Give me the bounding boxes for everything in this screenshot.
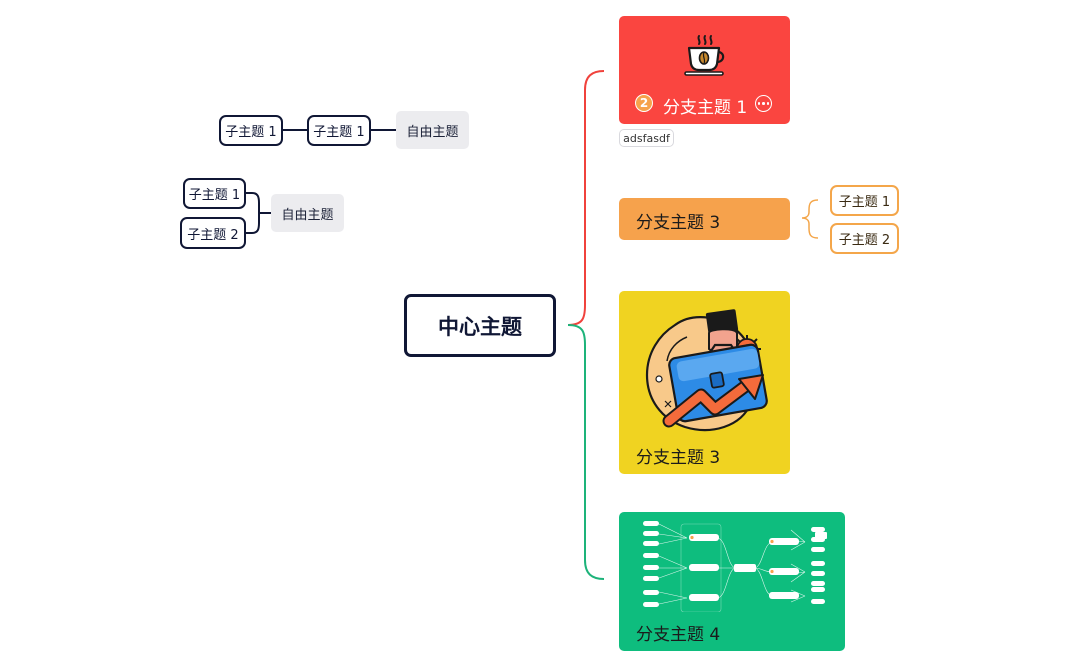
more-options-icon[interactable] <box>755 95 772 112</box>
branch-topic-1[interactable]: 2 分支主题 1 <box>619 16 790 124</box>
business-growth-illustration <box>639 299 769 435</box>
branch-4-title: 分支主题 4 <box>636 625 721 645</box>
branch-2-subtopic-1[interactable]: 子主题 1 <box>830 185 899 216</box>
branch-topic-3[interactable]: 分支主题 3 <box>619 291 790 474</box>
branch-topic-2[interactable]: 分支主题 3 <box>619 198 790 240</box>
connector-red <box>567 70 605 326</box>
priority-badge: 2 <box>635 94 653 112</box>
branch-1-label[interactable]: adsfasdf <box>619 129 674 147</box>
float-left-subtopic-1[interactable]: 子主题 1 <box>183 178 246 209</box>
central-topic[interactable]: 中心主题 <box>404 294 556 357</box>
branch-3-title: 分支主题 3 <box>636 448 721 468</box>
float-left-subtopic-2[interactable]: 子主题 2 <box>180 217 246 249</box>
float-top-free-topic[interactable]: 自由主题 <box>396 111 469 149</box>
connector-float-left <box>246 192 271 234</box>
mindmap-thumbnail <box>639 520 829 613</box>
float-top-subtopic-b[interactable]: 子主题 1 <box>307 115 371 146</box>
branch-1-title: 分支主题 1 <box>663 98 748 118</box>
connector-green <box>567 324 605 580</box>
float-left-free-topic[interactable]: 自由主题 <box>271 194 344 232</box>
orange-brace <box>801 199 819 239</box>
coffee-cup-icon <box>681 32 729 76</box>
branch-topic-4[interactable]: 分支主题 4 <box>619 512 845 651</box>
branch-2-title: 分支主题 3 <box>636 213 721 233</box>
branch-2-subtopic-2[interactable]: 子主题 2 <box>830 223 899 254</box>
float-top-subtopic-a[interactable]: 子主题 1 <box>219 115 283 146</box>
